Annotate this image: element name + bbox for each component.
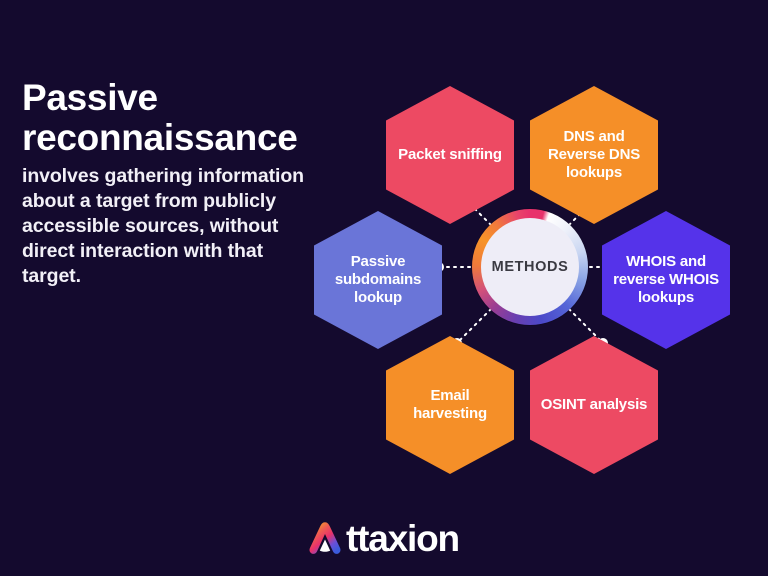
attaxion-a-icon	[309, 522, 341, 554]
center-label: METHODS	[491, 259, 569, 275]
center-node[interactable]: METHODS	[472, 209, 588, 325]
method-label: WHOIS and reverse WHOIS lookups	[613, 252, 719, 307]
method-label: Packet sniffing	[398, 145, 502, 163]
method-label: Passive subdomains lookup	[334, 252, 422, 307]
method-label: DNS and Reverse DNS lookups	[547, 127, 641, 182]
method-hexagon-email-harvesting[interactable]: Email harvesting	[386, 336, 514, 474]
logo-wordmark: ttaxion	[346, 517, 460, 559]
method-hexagon-passive-subdomains[interactable]: Passive subdomains lookup	[314, 211, 442, 349]
body-copy: involves gathering information about a t…	[22, 164, 304, 287]
center-disc: METHODS	[481, 218, 579, 316]
method-label: OSINT analysis	[540, 395, 648, 413]
methods-diagram: Packet sniffing DNS and Reverse DNS look…	[300, 78, 760, 498]
method-label: Email harvesting	[413, 386, 487, 422]
headline: Passive reconnaissance	[22, 77, 298, 158]
method-hexagon-packet-sniffing[interactable]: Packet sniffing	[386, 86, 514, 224]
attaxion-logo: ttaxion	[305, 515, 465, 561]
text-block: Passive reconnaissance involves gatherin…	[22, 78, 322, 289]
